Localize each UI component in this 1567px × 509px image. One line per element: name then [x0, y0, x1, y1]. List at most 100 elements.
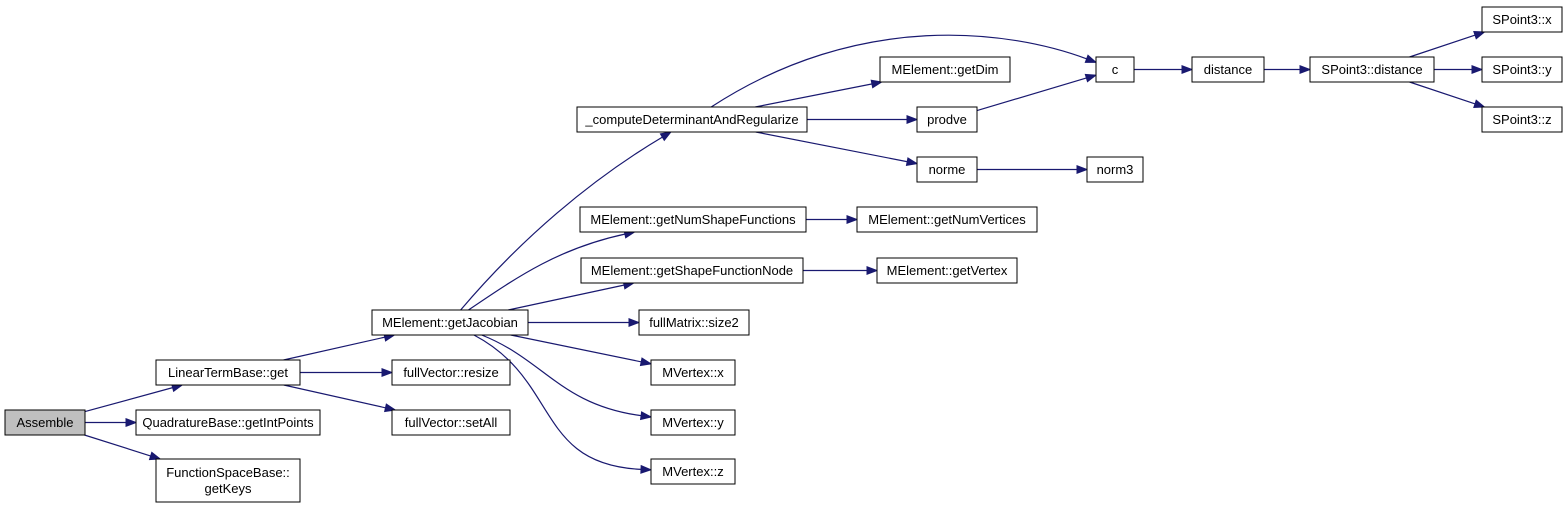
node-melementGetDim[interactable]: MElement::getDim: [879, 56, 1011, 83]
edge-melementGetJacobian-to-computeDeterminantAndRegularize: [460, 131, 673, 311]
edge-melementGetShapeFunctionNode-to-melementGetVertex: [803, 265, 879, 276]
node-melementGetVertex[interactable]: MElement::getVertex: [876, 257, 1018, 284]
call-nodes: Assemble LinearTermBase::getQuadratureBas…: [4, 6, 1563, 503]
node-label: SPoint3::y: [1492, 62, 1552, 77]
node-label: getKeys: [205, 481, 252, 496]
edge-melementGetNumShapeFunctions-to-melementGetNumVertices: [806, 214, 859, 225]
node-spoint3Y[interactable]: SPoint3::y: [1481, 56, 1563, 83]
node-label: FunctionSpaceBase::: [166, 465, 290, 480]
node-mvertexZ[interactable]: MVertex::z: [650, 458, 736, 485]
edge-computeDeterminantAndRegularize-to-c: [710, 34, 1098, 108]
node-computeDeterminantAndRegularize[interactable]: _computeDeterminantAndRegularize: [576, 106, 808, 133]
edge-linearTermBaseGet-to-melementGetJacobian: [283, 332, 396, 361]
edge-norme-to-norm3: [977, 164, 1089, 175]
node-label: MElement::getVertex: [887, 263, 1008, 278]
node-box: [1481, 106, 1563, 133]
edge-melementGetJacobian-to-melementGetShapeFunctionNode: [508, 280, 636, 311]
node-melementGetJacobian[interactable]: MElement::getJacobian: [371, 309, 529, 336]
node-melementGetShapeFunctionNode[interactable]: MElement::getShapeFunctionNode: [580, 257, 804, 284]
node-label: MVertex::y: [662, 415, 724, 430]
node-spoint3Z[interactable]: SPoint3::z: [1481, 106, 1563, 133]
node-box: [391, 359, 511, 386]
node-label: fullVector::resize: [403, 365, 498, 380]
edge-computeDeterminantAndRegularize-to-melementGetDim: [755, 79, 884, 108]
node-label: LinearTermBase::get: [168, 365, 288, 380]
edge-spoint3Distance-to-spoint3Z: [1409, 81, 1486, 108]
node-label: norm3: [1097, 162, 1134, 177]
node-label: MElement::getNumVertices: [868, 212, 1026, 227]
node-box: [580, 257, 804, 284]
node-label: MElement::getDim: [892, 62, 999, 77]
edge-assemble-to-functionSpaceBaseGetKeys: [84, 434, 162, 461]
node-box: [576, 106, 808, 133]
edge-computeDeterminantAndRegularize-to-prodve: [807, 114, 919, 125]
edge-melementGetJacobian-to-fullMatrixSize2: [528, 317, 641, 328]
node-box: [1095, 56, 1135, 83]
node-label: MVertex::x: [662, 365, 724, 380]
node-fullMatrixSize2[interactable]: fullMatrix::size2: [638, 309, 750, 336]
node-fullVectorSetAll[interactable]: fullVector::setAll: [391, 409, 511, 436]
node-label: Assemble: [16, 415, 73, 430]
node-quadratureBaseGetIntPoints[interactable]: QuadratureBase::getIntPoints: [135, 409, 321, 436]
node-norm3[interactable]: norm3: [1086, 156, 1144, 183]
node-prodve[interactable]: prodve: [916, 106, 978, 133]
edge-prodve-to-c: [976, 73, 1098, 112]
node-label: _computeDeterminantAndRegularize: [584, 112, 798, 127]
node-label: c: [1112, 62, 1119, 77]
node-box: [371, 309, 529, 336]
node-label: norme: [929, 162, 966, 177]
node-melementGetNumShapeFunctions[interactable]: MElement::getNumShapeFunctions: [579, 206, 807, 233]
node-box: [579, 206, 807, 233]
edge-melementGetJacobian-to-mvertexY: [481, 334, 653, 421]
node-functionSpaceBaseGetKeys[interactable]: FunctionSpaceBase::getKeys: [155, 458, 301, 503]
node-distance[interactable]: distance: [1191, 56, 1265, 83]
node-box: [1191, 56, 1265, 83]
node-linearTermBaseGet[interactable]: LinearTermBase::get: [155, 359, 301, 386]
node-box: [650, 458, 736, 485]
node-box: [391, 409, 511, 436]
node-assemble[interactable]: Assemble: [4, 409, 86, 436]
node-spoint3X[interactable]: SPoint3::x: [1481, 6, 1563, 33]
node-c[interactable]: c: [1095, 56, 1135, 83]
edge-c-to-distance: [1134, 64, 1194, 75]
node-label: MElement::getShapeFunctionNode: [591, 263, 793, 278]
node-box: [1309, 56, 1435, 83]
node-mvertexX[interactable]: MVertex::x: [650, 359, 736, 386]
edge-distance-to-spoint3Distance: [1264, 64, 1312, 75]
edge-melementGetJacobian-to-mvertexX: [510, 334, 653, 367]
node-box: [4, 409, 86, 436]
node-box: [1086, 156, 1144, 183]
node-label: fullMatrix::size2: [649, 315, 739, 330]
node-label: SPoint3::z: [1492, 112, 1551, 127]
node-mvertexY[interactable]: MVertex::y: [650, 409, 736, 436]
edge-spoint3Distance-to-spoint3Y: [1434, 64, 1484, 75]
node-box: [916, 106, 978, 133]
node-norme[interactable]: norme: [916, 156, 978, 183]
node-spoint3Distance[interactable]: SPoint3::distance: [1309, 56, 1435, 83]
node-box: [879, 56, 1011, 83]
node-box: [638, 309, 750, 336]
node-box: [650, 409, 736, 436]
edge-assemble-to-quadratureBaseGetIntPoints: [85, 417, 138, 428]
node-fullVectorResize[interactable]: fullVector::resize: [391, 359, 511, 386]
node-box: [155, 458, 301, 503]
node-box: [916, 156, 978, 183]
node-label: QuadratureBase::getIntPoints: [142, 415, 314, 430]
edge-computeDeterminantAndRegularize-to-norme: [755, 131, 919, 167]
edge-melementGetJacobian-to-mvertexZ: [473, 334, 653, 474]
node-label: distance: [1204, 62, 1252, 77]
node-label: SPoint3::x: [1492, 12, 1552, 27]
edge-linearTermBaseGet-to-fullVectorResize: [300, 367, 394, 378]
node-label: fullVector::setAll: [405, 415, 498, 430]
edge-assemble-to-linearTermBaseGet: [84, 383, 184, 413]
node-box: [1481, 6, 1563, 33]
edge-linearTermBaseGet-to-fullVectorSetAll: [283, 384, 397, 413]
node-label: MElement::getNumShapeFunctions: [590, 212, 796, 227]
node-label: MVertex::z: [662, 464, 723, 479]
node-melementGetNumVertices[interactable]: MElement::getNumVertices: [856, 206, 1038, 233]
call-edges: [84, 31, 1486, 474]
node-box: [650, 359, 736, 386]
node-label: SPoint3::distance: [1321, 62, 1422, 77]
node-box: [876, 257, 1018, 284]
